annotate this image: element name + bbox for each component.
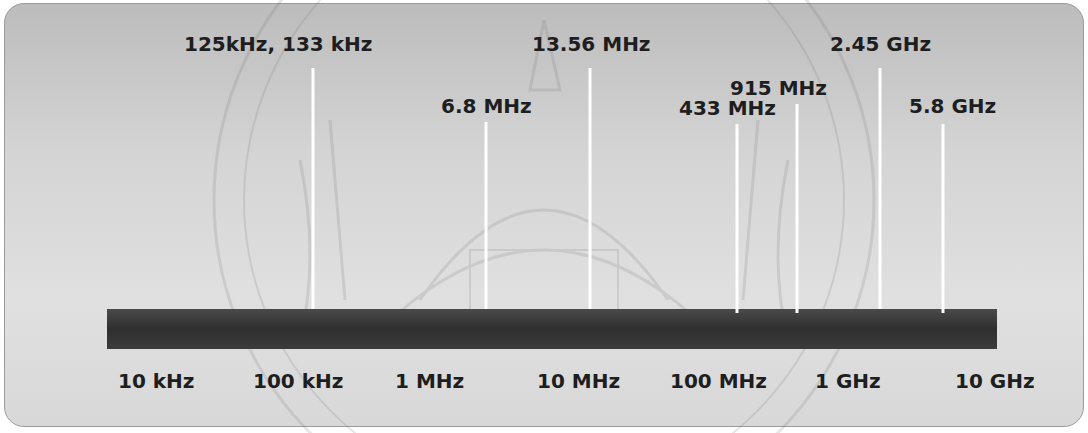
axis-tick-label: 100 MHz — [670, 369, 767, 393]
axis-tick-label: 10 MHz — [537, 369, 620, 393]
frequency-label: 13.56 MHz — [532, 32, 651, 56]
frequency-label: 433 MHz — [679, 96, 776, 120]
frequency-label: 2.45 GHz — [830, 32, 931, 56]
frequency-label: 6.8 MHz — [441, 94, 532, 118]
frequency-label: 125kHz, 133 kHz — [184, 32, 372, 56]
background-panel — [4, 3, 1084, 427]
axis-tick-label: 100 kHz — [253, 369, 343, 393]
spectrum-bar — [107, 309, 997, 349]
axis-tick-label: 1 GHz — [815, 369, 881, 393]
axis-tick-label: 10 GHz — [955, 369, 1035, 393]
axis-tick-label: 1 MHz — [395, 369, 464, 393]
frequency-markers — [313, 68, 943, 313]
axis-tick-label: 10 kHz — [118, 369, 194, 393]
watermark-seal — [214, 0, 874, 433]
frequency-label: 5.8 GHz — [909, 94, 996, 118]
